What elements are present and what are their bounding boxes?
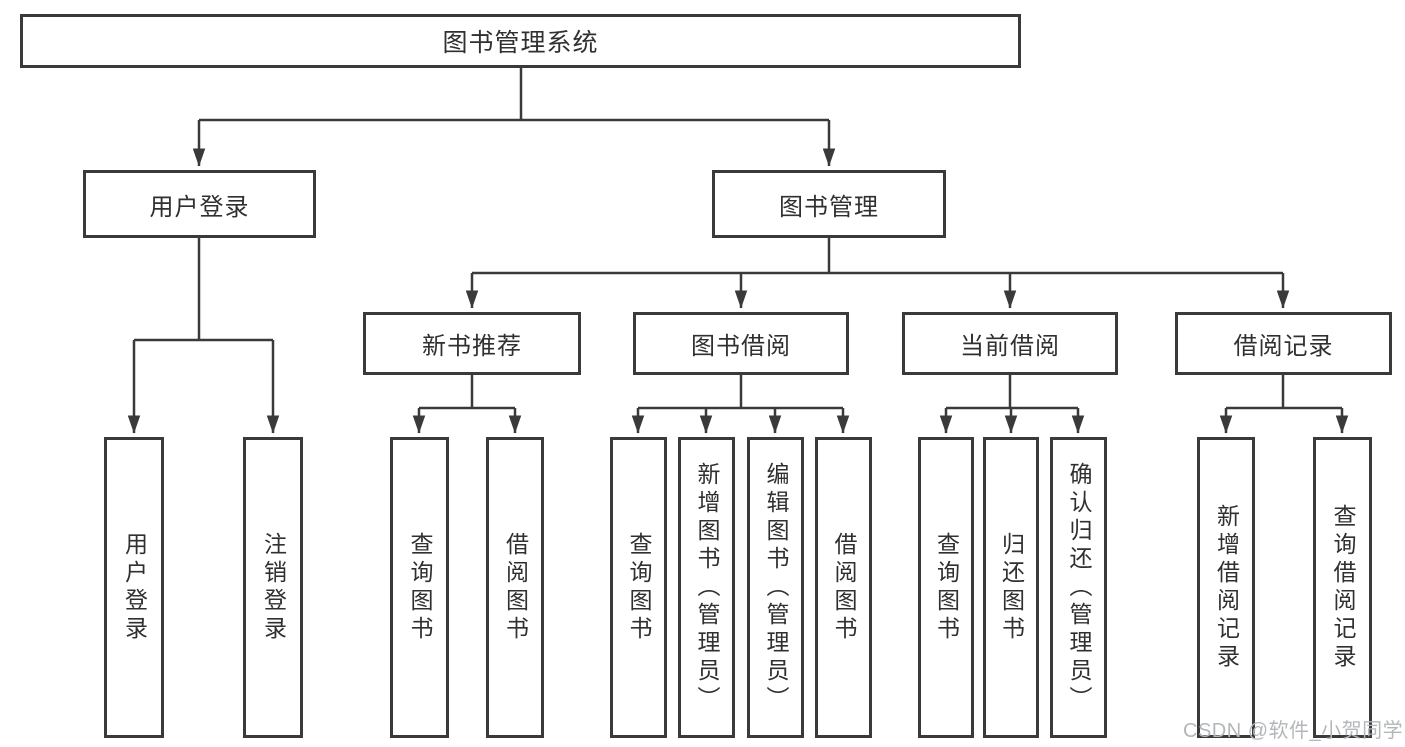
leaf-user-login-label: 用户登录 [121, 531, 148, 644]
node-book-borrowing-label: 图书借阅 [691, 333, 791, 360]
connector-current-borrowing-to-leaves [939, 375, 1085, 434]
watermark: CSDN @软件_小贺同学 [1183, 720, 1404, 742]
leaf-add-book-admin: 新增图书（管理员） [678, 437, 735, 738]
connector-book-management-to-level3 [465, 238, 1290, 309]
leaf-query-borrow-record-label: 查询借阅记录 [1330, 503, 1356, 672]
leaf-return-book-label: 归还图书 [998, 531, 1025, 644]
connector-new-book-recommend-to-leaves [412, 375, 522, 434]
leaf-query-books-3-label: 查询图书 [933, 531, 960, 644]
node-user-login: 用户登录 [83, 170, 316, 238]
node-borrowing-records: 借阅记录 [1175, 312, 1392, 375]
leaf-borrow-books-1: 借阅图书 [486, 437, 544, 738]
leaf-add-borrow-record: 新增借阅记录 [1197, 437, 1255, 738]
leaf-query-books-2: 查询图书 [610, 437, 667, 738]
node-book-management-label: 图书管理 [779, 193, 879, 221]
leaf-add-borrow-record-label: 新增借阅记录 [1213, 503, 1240, 672]
leaf-edit-book-admin-label: 编辑图书（管理员） [763, 461, 789, 714]
leaf-confirm-return-admin-label: 确认归还（管理员） [1066, 461, 1092, 714]
leaf-query-books-2-label: 查询图书 [626, 531, 652, 644]
node-root: 图书管理系统 [20, 14, 1021, 68]
node-current-borrowing: 当前借阅 [902, 312, 1118, 375]
leaf-return-book: 归还图书 [983, 437, 1039, 738]
leaf-confirm-return-admin: 确认归还（管理员） [1050, 437, 1107, 738]
node-user-login-label: 用户登录 [149, 193, 250, 221]
leaf-borrow-books-2: 借阅图书 [815, 437, 872, 738]
leaf-query-books-3: 查询图书 [918, 437, 974, 738]
leaf-borrow-books-1-label: 借阅图书 [502, 531, 529, 644]
node-new-book-recommend: 新书推荐 [363, 312, 581, 375]
connector-user-login-to-leaves [127, 238, 280, 434]
leaf-user-login: 用户登录 [104, 437, 164, 738]
leaf-add-book-admin-label: 新增图书（管理员） [694, 461, 720, 714]
node-new-book-recommend-label: 新书推荐 [422, 333, 522, 360]
node-borrowing-records-label: 借阅记录 [1233, 333, 1334, 360]
leaf-logout-label: 注销登录 [260, 531, 287, 644]
leaf-query-borrow-record: 查询借阅记录 [1313, 437, 1372, 738]
leaf-borrow-books-2-label: 借阅图书 [831, 531, 857, 644]
leaf-query-books-1-label: 查询图书 [407, 531, 433, 644]
connector-root-to-level2 [192, 68, 836, 167]
node-current-borrowing-label: 当前借阅 [960, 333, 1060, 360]
node-book-borrowing: 图书借阅 [633, 312, 849, 375]
connector-book-borrowing-to-leaves [631, 375, 850, 434]
leaf-edit-book-admin: 编辑图书（管理员） [747, 437, 804, 738]
leaf-query-books-1: 查询图书 [390, 437, 449, 738]
connector-borrowing-records-to-leaves [1219, 375, 1349, 434]
node-root-label: 图书管理系统 [442, 29, 599, 57]
leaf-logout: 注销登录 [243, 437, 303, 738]
node-book-management: 图书管理 [712, 170, 946, 238]
